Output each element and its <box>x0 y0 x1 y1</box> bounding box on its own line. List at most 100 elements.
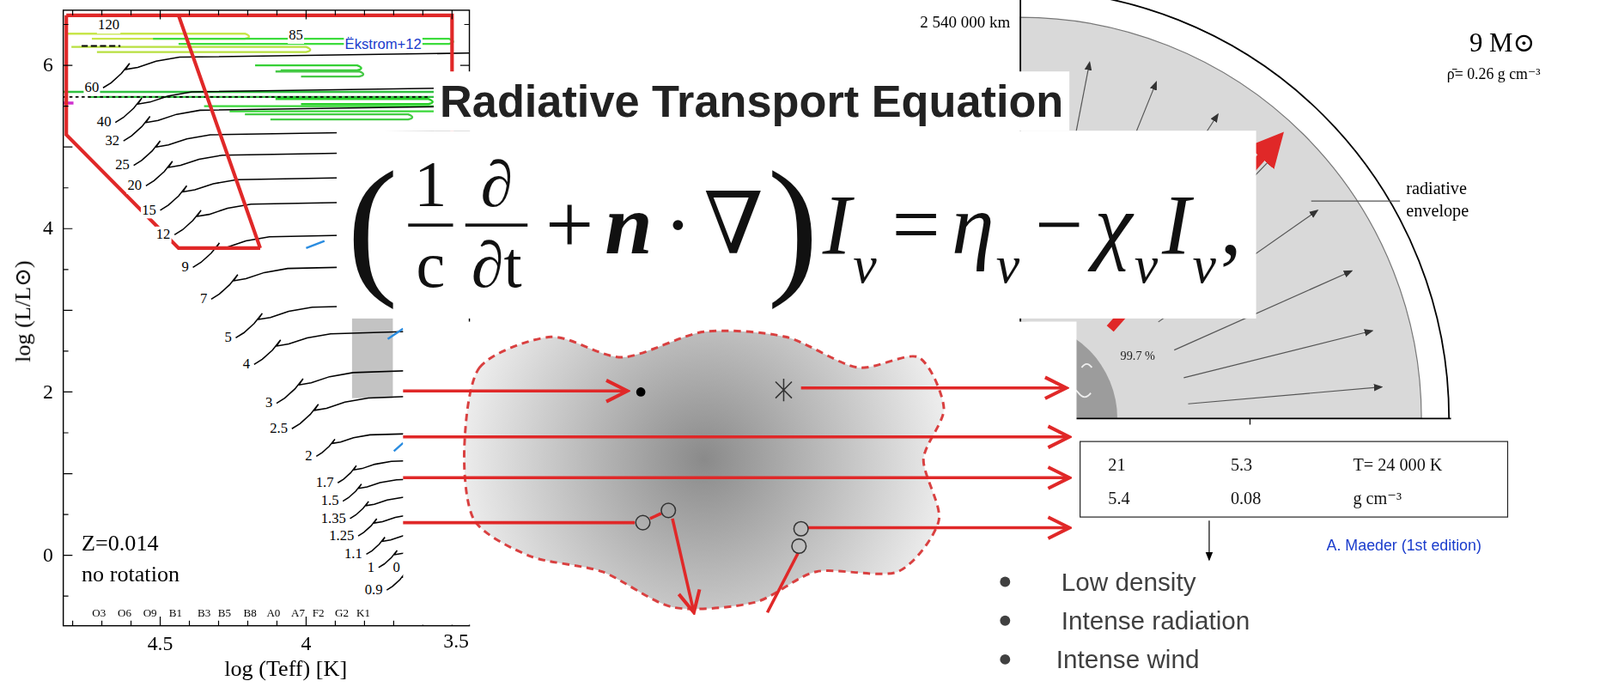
mass-label: 0.9 <box>364 582 384 599</box>
mass-label: 9 M⊙ <box>1469 27 1536 59</box>
equation-symbol: ) <box>767 147 819 301</box>
axis-tick <box>218 10 220 627</box>
fraction-bar <box>465 223 529 227</box>
axis-tick <box>72 10 74 627</box>
medium-cloud <box>463 330 944 609</box>
light-ray <box>402 435 1070 439</box>
spectral-type: A7 <box>291 606 305 620</box>
light-ray <box>402 389 627 393</box>
mass-label: 1 <box>366 559 377 576</box>
spectral-type: A0 <box>266 606 280 620</box>
equation-symbol: n <box>604 182 653 268</box>
bullet-dot <box>999 615 1010 627</box>
spectral-type: B5 <box>218 606 232 620</box>
evolution-track <box>63 91 454 98</box>
scattering-particle <box>793 521 809 536</box>
equation-symbol: , <box>1220 182 1242 268</box>
axis-tick <box>63 64 470 66</box>
evolution-track <box>305 241 324 249</box>
flux-arrow <box>1187 387 1381 405</box>
evolution-track <box>394 443 404 452</box>
axis-tick <box>1249 418 1251 425</box>
fraction-label: 99.7 % <box>1120 349 1156 364</box>
mass-label: 1.5 <box>319 492 340 510</box>
equation-symbol: ( <box>346 147 398 301</box>
light-ray <box>808 526 1070 530</box>
axis-tick <box>63 24 470 25</box>
equation-box: (1c∂∂t+n·∇)Iν=ην−χνIν, <box>336 130 1257 319</box>
radiative-envelope <box>1020 17 1422 419</box>
slide-title: Radiative Transport Equation <box>433 71 1070 131</box>
axis-tick: 2 <box>42 380 54 404</box>
spectral-type: O3 <box>91 606 106 620</box>
evolution-track <box>244 114 413 120</box>
density-label: ρ̄= 0.26 g cm⁻³ <box>1447 66 1541 85</box>
light-ray <box>766 553 798 613</box>
panel-ground <box>402 321 1077 625</box>
spectral-type: F2 <box>312 606 325 620</box>
mass-label: 25 <box>114 157 131 174</box>
emission-symbol <box>775 378 792 402</box>
dimension-label: 2 540 000 km <box>919 12 1010 32</box>
bullet-text: Intense radiation <box>1061 606 1251 636</box>
mass-label: 40 <box>96 114 113 131</box>
equation-symbol: ν <box>852 238 877 293</box>
axis-tick <box>276 10 278 627</box>
equation-symbol: · <box>663 182 693 268</box>
axis-tick: 4 <box>42 215 54 239</box>
flux-arrow <box>1183 330 1372 378</box>
mass-label: 2.5 <box>268 420 289 438</box>
table-cell: 5.4 <box>1107 489 1130 510</box>
mass-label: 20 <box>126 177 143 195</box>
spectral-type: B8 <box>243 606 256 620</box>
bullet-text: Intense wind <box>1056 644 1200 675</box>
equation-symbol: I <box>1161 182 1191 268</box>
light-ray <box>801 386 1067 390</box>
data-table: 215.3T= 24 000 K5.40.08g cm⁻³ <box>1079 441 1509 518</box>
mass-label: 9 <box>180 259 190 276</box>
axis-tick <box>305 10 307 627</box>
evolution-track <box>255 65 362 71</box>
axis-tick: 6 <box>42 52 54 76</box>
mass-label: 32 <box>103 132 121 149</box>
table-cell: 5.3 <box>1230 455 1253 475</box>
source-credit: A. Maeder (1st edition) <box>1326 536 1482 555</box>
equation-symbol: c <box>409 231 451 298</box>
spectral-type: G2 <box>334 606 349 620</box>
axis-tick: 4.5 <box>147 631 174 655</box>
absorption-dot <box>636 387 646 397</box>
mass-label: 12 <box>155 226 172 244</box>
spectral-type: K1 <box>356 606 371 620</box>
evolution-track <box>103 53 470 88</box>
mass-label: 1.25 <box>328 528 355 545</box>
table-cell: g cm⁻³ <box>1352 489 1402 510</box>
equation-symbol: η <box>951 182 995 268</box>
axis-title: log (L/L⊙) <box>9 260 36 362</box>
equation-symbol: ν <box>1134 238 1158 293</box>
axis-tick: 3.5 <box>443 629 469 653</box>
evolution-track <box>275 98 433 104</box>
mass-label: 7 <box>199 291 209 308</box>
evolution-track <box>275 71 364 77</box>
equation-symbol: ∂ <box>474 152 519 218</box>
mass-label: 85 <box>287 27 305 44</box>
mass-label: 1.35 <box>319 510 347 527</box>
equation-symbol: + <box>545 182 594 268</box>
scattering-particle <box>791 539 807 554</box>
equation-symbol: χ <box>1094 182 1132 268</box>
instability-strip <box>352 311 394 399</box>
mass-label: 3 <box>264 395 274 412</box>
fraction-bar <box>407 223 453 227</box>
equation-symbol: ∇ <box>703 182 764 268</box>
mass-label: 4 <box>242 356 252 373</box>
pointer-arrow <box>1208 520 1210 560</box>
equation-symbol: ν <box>1192 238 1217 293</box>
plot-note: no rotation <box>81 560 180 587</box>
axis-tick: 4 <box>301 631 312 655</box>
equation-symbol: = <box>892 182 941 268</box>
spectral-type: B1 <box>169 606 183 620</box>
evolution-track <box>387 328 403 340</box>
evolution-track <box>81 45 121 48</box>
table-cell: 0.08 <box>1230 489 1261 510</box>
